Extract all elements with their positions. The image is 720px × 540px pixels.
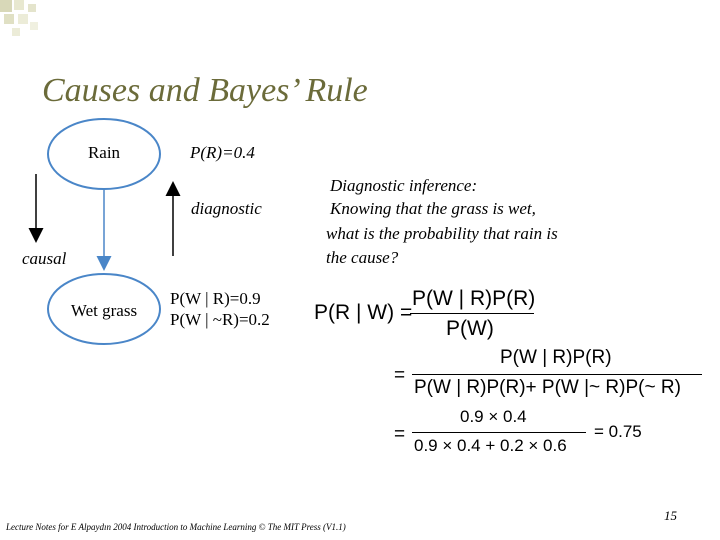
equation-3-equals: = [394, 424, 406, 445]
cpt-line-1: P(W | R)=0.9 [170, 289, 261, 308]
explanation-line-4: the cause? [326, 248, 399, 267]
page-number: 15 [664, 508, 677, 523]
explanation-line-2: Knowing that the grass is wet, [330, 199, 536, 218]
equation-3-numerator: 0.9 × 0.4 [460, 407, 527, 426]
equation-1-fraction-bar [410, 313, 534, 314]
explanation-line-1: Diagnostic inference: [330, 176, 478, 195]
causal-label: causal [22, 249, 67, 268]
equation-2-denominator: P(W | R)P(R)+ P(W |~ R)P(~ R) [414, 377, 681, 398]
equation-1-numerator: P(W | R)P(R) [412, 287, 536, 310]
explanation-line-3: what is the probability that rain is [326, 224, 558, 243]
corner-decoration [0, 0, 38, 36]
equation-1-denominator: P(W) [446, 317, 494, 340]
rain-node-label: Rain [87, 143, 121, 162]
equation-3-denominator: 0.9 × 0.4 + 0.2 × 0.6 [414, 436, 567, 455]
wetgrass-node-shape [47, 273, 161, 345]
equation-3-result: = 0.75 [594, 422, 642, 441]
diagnostic-label: diagnostic [191, 199, 262, 218]
equation-3-fraction-bar [412, 432, 586, 433]
equation-2-equals: = [394, 365, 406, 386]
equation-2-fraction-bar [412, 374, 702, 375]
footer-citation: Lecture Notes for E Alpaydın 2004 Introd… [6, 522, 346, 532]
slide-title: Causes and Bayes’ Rule [42, 72, 368, 109]
equation-lhs: P(R | W) = [314, 301, 413, 324]
equation-2-numerator: P(W | R)P(R) [500, 347, 612, 368]
wetgrass-node-label: Wet grass [70, 301, 138, 320]
cpt-line-2: P(W | ~R)=0.2 [170, 310, 270, 329]
prior-probability: P(R)=0.4 [190, 143, 255, 162]
